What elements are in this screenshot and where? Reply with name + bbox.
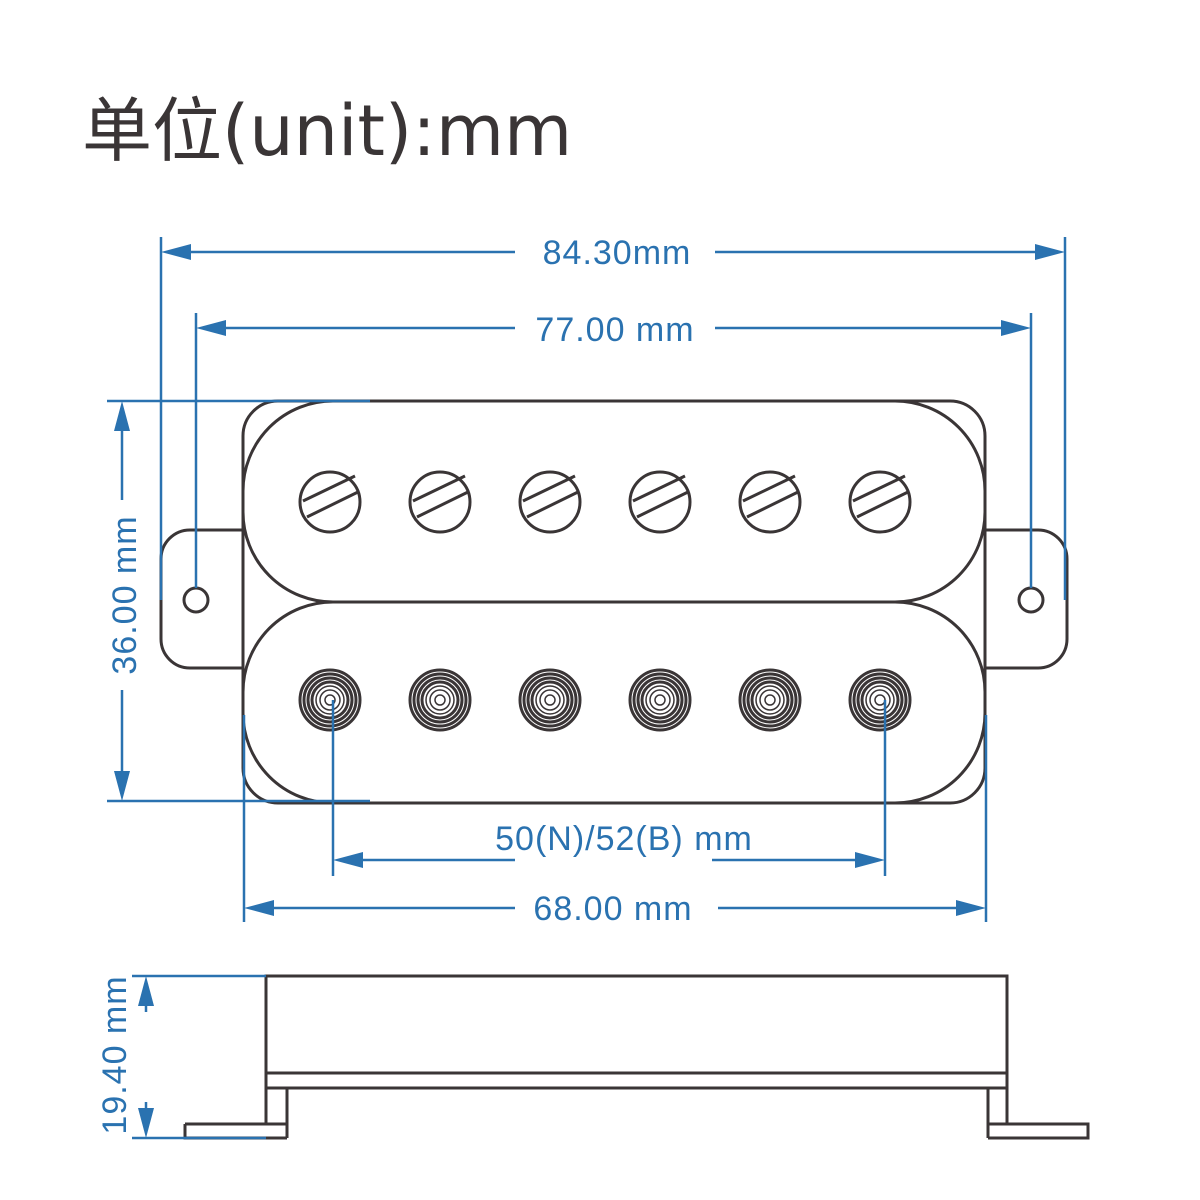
slug-pole	[518, 668, 582, 732]
screw-pole	[298, 470, 362, 534]
top-view	[159, 399, 1069, 805]
pole-spacing-label: 50(N)/52(B) mm	[495, 820, 753, 858]
left-mounting-ear	[159, 528, 243, 670]
top-bobbin	[241, 399, 987, 604]
overall-width-label: 84.30mm	[543, 234, 692, 272]
bottom-bobbin	[241, 600, 987, 805]
slug-pole	[298, 668, 362, 732]
body-width-label: 68.00 mm	[533, 890, 692, 928]
right-mounting-ear	[985, 528, 1069, 670]
side-view	[183, 974, 1090, 1140]
slug-pole	[408, 668, 472, 732]
unit-title: 单位(unit):mm	[82, 90, 572, 172]
slug-pole	[628, 668, 692, 732]
screw-pole	[848, 470, 912, 534]
mounting-width-label: 77.00 mm	[535, 311, 694, 349]
screw-pole	[738, 470, 802, 534]
height-label: 36.00 mm	[106, 515, 144, 674]
slug-pole	[848, 668, 912, 732]
screw-pole	[628, 470, 692, 534]
side-baseplate	[264, 1071, 1009, 1090]
dimension-lines: 84.30mm 77.00 mm 36.00 mm 50(N)/52(B) mm…	[96, 234, 1067, 1140]
screw-pole	[518, 470, 582, 534]
left-mounting-hole	[182, 586, 210, 614]
slug-pole	[738, 668, 802, 732]
right-mounting-hole	[1017, 586, 1045, 614]
slug-poles	[298, 668, 912, 732]
depth-label: 19.40 mm	[96, 975, 134, 1134]
right-leg	[986, 1088, 1090, 1140]
screw-pole	[408, 470, 472, 534]
left-leg	[183, 1088, 289, 1140]
side-cover	[264, 974, 1009, 1075]
screw-poles	[298, 470, 912, 534]
